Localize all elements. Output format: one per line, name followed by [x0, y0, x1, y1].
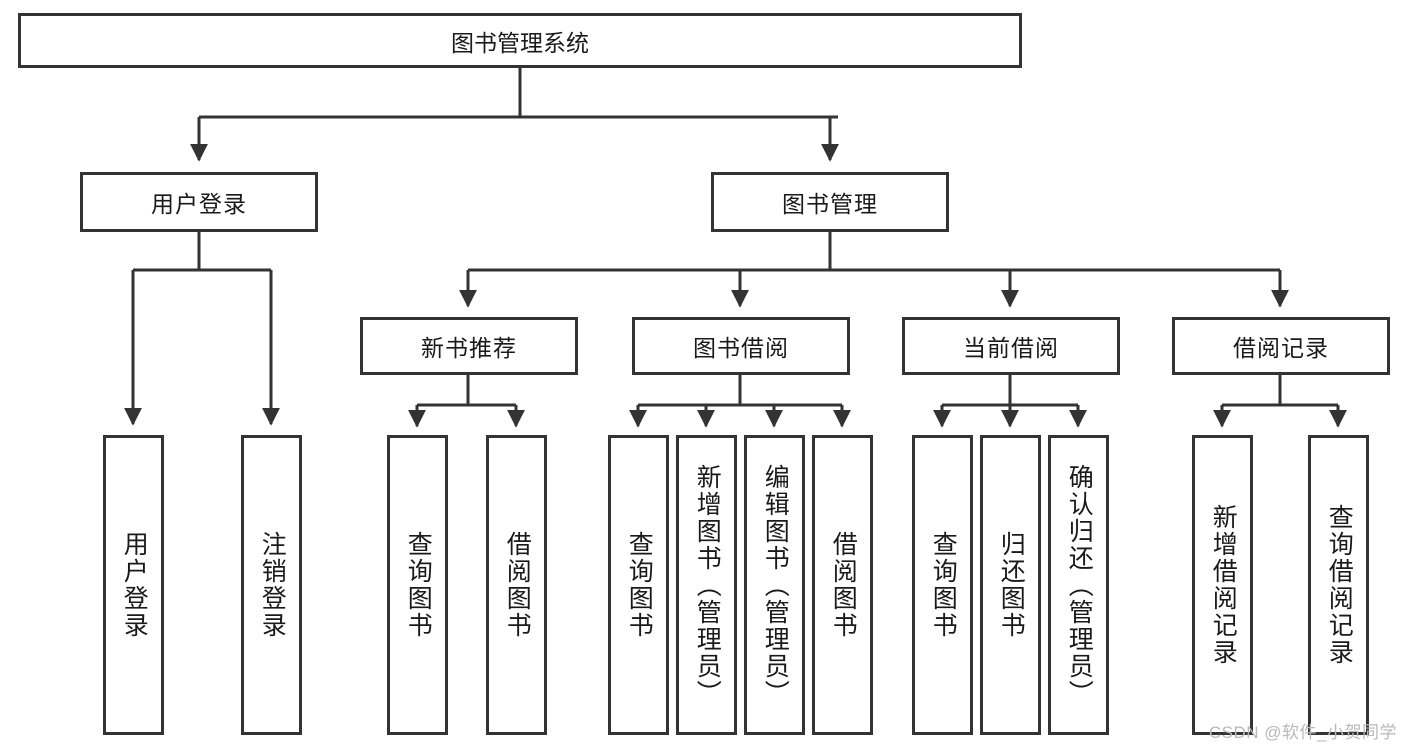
node-label: 归还图书 [997, 531, 1026, 639]
node-label: 图书管理 [782, 191, 878, 217]
node-current-borrow[interactable]: 当前借阅 [902, 317, 1120, 375]
leaf-current-query-book[interactable]: 查询图书 [912, 435, 973, 735]
leaf-user-login-logout[interactable]: 注销登录 [241, 435, 302, 735]
node-label: 新增借阅记录 [1209, 504, 1238, 666]
leaf-recommend-query-book[interactable]: 查询图书 [387, 435, 448, 735]
node-borrow-record[interactable]: 借阅记录 [1172, 317, 1390, 375]
node-label: 借阅记录 [1233, 335, 1329, 361]
node-label: 借阅图书 [829, 531, 858, 639]
node-label: 查询图书 [625, 531, 654, 639]
leaf-record-query-record[interactable]: 查询借阅记录 [1308, 435, 1369, 735]
node-label: 图书管理系统 [451, 29, 589, 56]
node-label: 图书借阅 [693, 335, 789, 361]
node-label: 新增图书（管理员） [693, 463, 722, 707]
node-label: 新书推荐 [421, 335, 517, 361]
node-user-login[interactable]: 用户登录 [80, 172, 318, 232]
leaf-user-login-login[interactable]: 用户登录 [103, 435, 164, 735]
csdn-watermark: CSDN @软件_小贺同学 [1208, 723, 1397, 742]
node-label: 确认归还（管理员） [1065, 463, 1094, 707]
node-label: 借阅图书 [503, 531, 532, 639]
leaf-borrow-edit-book[interactable]: 编辑图书（管理员） [744, 435, 805, 735]
node-label: 用户登录 [120, 531, 149, 639]
node-book-borrow[interactable]: 图书借阅 [632, 317, 850, 375]
node-label: 编辑图书（管理员） [761, 463, 790, 707]
leaf-current-return-book[interactable]: 归还图书 [980, 435, 1041, 735]
node-new-book-recommend[interactable]: 新书推荐 [360, 317, 578, 375]
leaf-borrow-query-book[interactable]: 查询图书 [608, 435, 669, 735]
node-label: 查询借阅记录 [1325, 504, 1354, 666]
node-root-system[interactable]: 图书管理系统 [18, 13, 1022, 68]
leaf-current-confirm-return[interactable]: 确认归还（管理员） [1048, 435, 1109, 735]
node-label: 查询图书 [404, 531, 433, 639]
leaf-borrow-add-book[interactable]: 新增图书（管理员） [676, 435, 737, 735]
leaf-record-add-record[interactable]: 新增借阅记录 [1192, 435, 1253, 735]
leaf-borrow-borrow-book[interactable]: 借阅图书 [812, 435, 873, 735]
leaf-recommend-borrow-book[interactable]: 借阅图书 [486, 435, 547, 735]
node-label: 查询图书 [929, 531, 958, 639]
node-label: 用户登录 [151, 191, 247, 217]
node-label: 当前借阅 [963, 335, 1059, 361]
node-label: 注销登录 [258, 531, 287, 639]
node-book-management[interactable]: 图书管理 [711, 172, 949, 232]
